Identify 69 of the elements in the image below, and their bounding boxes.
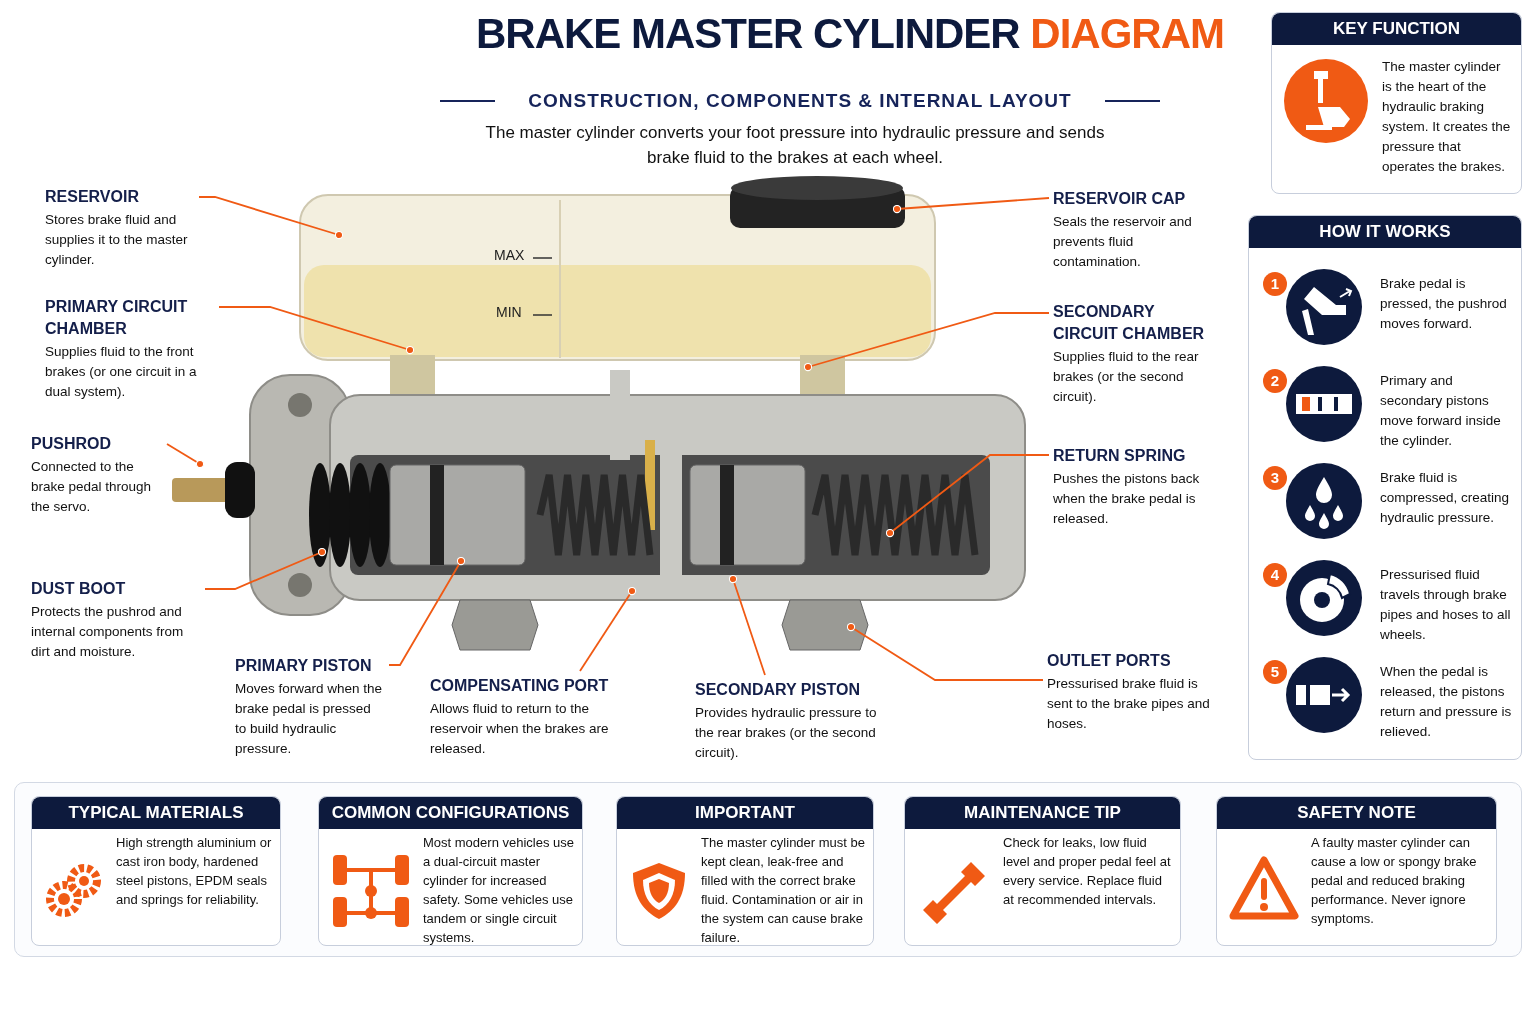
intro-text: The master cylinder converts your foot pressure into hydraulic pressure and sends brake fluid to the brakes at each wheel.: [484, 122, 1106, 169]
part-name: PUSHROD: [31, 434, 112, 454]
step-text: Brake fluid is compressed, creating hydraulic pressure.: [1380, 469, 1511, 527]
leader-line: [218, 306, 415, 355]
part-name: RESERVOIR: [45, 187, 140, 207]
step-number: 3: [1263, 466, 1287, 490]
leader-line: [579, 586, 637, 672]
leader-line: [885, 454, 1050, 538]
step-text: When the pedal is released, the pistons return and pressure is relieved.: [1380, 663, 1513, 741]
part-description: Stores brake fluid and supplies it to the master cylinder.: [45, 211, 189, 269]
info-card: [1271, 12, 1522, 194]
info-card: [904, 796, 1181, 946]
card-text: A faulty master cylinder can cause a low or spongy brake pedal and reduced braking performance. Never ignore symptoms.: [1311, 834, 1478, 928]
leader-line: [892, 197, 1050, 214]
part-name: SECONDARY PISTON: [695, 680, 862, 700]
part-description: Protects the pushrod and internal components from dirt and moisture.: [31, 603, 185, 661]
step-number: 1: [1263, 272, 1287, 296]
info-card: [318, 796, 583, 946]
leader-line: [204, 547, 327, 590]
card-header: IMPORTANT: [617, 797, 873, 829]
part-description: Provides hydraulic pressure to the rear brakes (or the second circuit).: [695, 704, 878, 762]
part-name: OUTLET PORTS: [1047, 651, 1172, 671]
part-name: PRIMARY PISTON: [235, 656, 373, 676]
leader-line: [728, 574, 766, 676]
step-text: Brake pedal is pressed, the pushrod moves forward.: [1380, 275, 1508, 333]
info-card: [616, 796, 874, 946]
part-description: Allows fluid to return to the reservoir when the brakes are released.: [430, 700, 610, 758]
part-name: SECONDARY CIRCUIT CHAMBER: [1053, 302, 1206, 344]
part-description: Pressurised brake fluid is sent to the brake pipes and hoses.: [1047, 675, 1211, 733]
info-card: [31, 796, 281, 946]
part-description: Seals the reservoir and prevents fluid contamination.: [1053, 213, 1193, 271]
card-text: The master cylinder must be kept clean, leak-free and filled with the correct brake fluid. Contamination or air in the system can cause brake failure.: [701, 834, 865, 947]
info-card: [1216, 796, 1497, 946]
leader-line: [803, 312, 1050, 372]
part-description: Connected to the brake pedal through the servo.: [31, 458, 153, 516]
card-header: HOW IT WORKS: [1249, 216, 1521, 248]
card-text: Check for leaks, low fluid level and proper pedal feel at every service. Replace fluid at recommended intervals.: [1003, 834, 1172, 909]
subtitle: CONSTRUCTION, COMPONENTS & INTERNAL LAYOUT: [527, 90, 1073, 112]
card-header: SAFETY NOTE: [1217, 797, 1496, 829]
card-text: The master cylinder is the heart of the hydraulic braking system. It creates the pressure that operates the brakes.: [1382, 58, 1512, 176]
info-card: [1248, 215, 1522, 760]
step-text: Pressurised fluid travels through brake pipes and hoses to all wheels.: [1380, 566, 1512, 644]
part-description: Pushes the pistons back when the brake pedal is released.: [1053, 470, 1201, 528]
card-header: KEY FUNCTION: [1272, 13, 1521, 45]
leader-line: [166, 443, 205, 469]
level-mark: MIN: [496, 304, 523, 320]
title: BRAKE MASTER CYLINDER DIAGRAM: [475, 10, 1225, 58]
card-header: TYPICAL MATERIALS: [32, 797, 280, 829]
card-header: MAINTENANCE TIP: [905, 797, 1180, 829]
part-name: RESERVOIR CAP: [1053, 189, 1187, 209]
card-text: Most modern vehicles use a dual-circuit master cylinder for increased safety. Some vehicles use tandem or single circuit systems.: [423, 834, 574, 947]
part-name: COMPENSATING PORT: [430, 676, 610, 696]
part-name: RETURN SPRING: [1053, 446, 1187, 466]
step-number: 5: [1263, 660, 1287, 684]
part-description: Moves forward when the brake pedal is pressed to build hydraulic pressure.: [235, 680, 384, 758]
level-mark: MAX: [494, 247, 526, 263]
part-description: Supplies fluid to the rear brakes (or the second circuit).: [1053, 348, 1200, 406]
card-text: High strength aluminium or cast iron body, hardened steel pistons, EPDM seals and springs for reliability.: [116, 834, 272, 909]
leader-line: [198, 196, 344, 240]
step-number: 2: [1263, 369, 1287, 393]
part-name: PRIMARY CIRCUIT CHAMBER: [45, 297, 189, 339]
step-number: 4: [1263, 563, 1287, 587]
leader-line: [388, 556, 466, 666]
part-description: Supplies fluid to the front brakes (or one circuit in a dual system).: [45, 343, 198, 401]
info-panel: [14, 782, 1522, 957]
leader-line: [846, 622, 1044, 681]
card-header: COMMON CONFIGURATIONS: [319, 797, 582, 829]
step-text: Primary and secondary pistons move forward inside the cylinder.: [1380, 372, 1502, 450]
part-name: DUST BOOT: [31, 579, 127, 599]
